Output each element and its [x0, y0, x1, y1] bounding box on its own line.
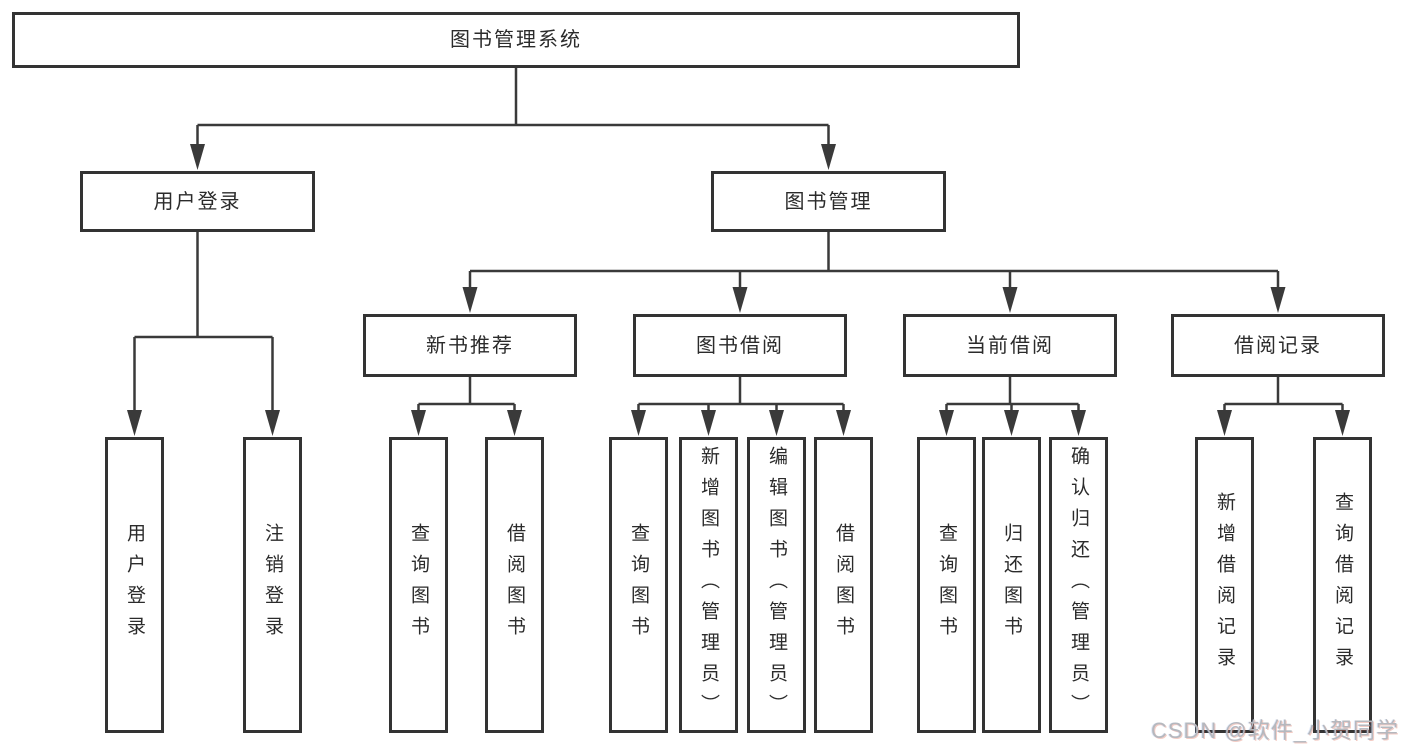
csdn-watermark: CSDN @软件_小贺同学 — [1150, 718, 1399, 743]
node-new-book-recommend: 新书推荐 — [363, 314, 577, 377]
connector-borrow-to-leaves — [637, 377, 845, 416]
leaf-confirm-return-admin: 确认归还（管理员） — [1049, 437, 1108, 733]
node-root-library-system: 图书管理系统 — [12, 12, 1020, 68]
node-book-management: 图书管理 — [711, 171, 946, 232]
leaf-user-login: 用户登录 — [105, 437, 164, 733]
connector-newbook-to-leaves — [417, 377, 516, 416]
connector-current-to-leaves — [945, 377, 1080, 416]
connector-record-to-leaves — [1223, 377, 1344, 416]
leaf-recommend-borrow-book: 借阅图书 — [485, 437, 544, 733]
leaf-borrow-book: 借阅图书 — [814, 437, 873, 733]
leaf-add-book-admin: 新增图书（管理员） — [679, 437, 738, 733]
leaf-current-query-book: 查询图书 — [917, 437, 976, 733]
connector-bookmgmt-to-level3 — [468, 232, 1280, 294]
leaf-recommend-query-book: 查询图书 — [389, 437, 448, 733]
leaf-add-borrow-record: 新增借阅记录 — [1195, 437, 1254, 733]
leaf-edit-book-admin: 编辑图书（管理员） — [747, 437, 806, 733]
node-current-borrow: 当前借阅 — [903, 314, 1117, 377]
leaf-return-book: 归还图书 — [982, 437, 1041, 733]
connector-userlogin-to-leaves — [133, 232, 274, 416]
leaf-query-borrow-record: 查询借阅记录 — [1313, 437, 1372, 733]
leaf-logout: 注销登录 — [243, 437, 302, 733]
node-book-borrow: 图书借阅 — [633, 314, 847, 377]
node-user-login: 用户登录 — [80, 171, 315, 232]
node-borrow-record: 借阅记录 — [1171, 314, 1385, 377]
leaf-borrow-query-book: 查询图书 — [609, 437, 668, 733]
connector-root-to-level2 — [196, 68, 830, 152]
